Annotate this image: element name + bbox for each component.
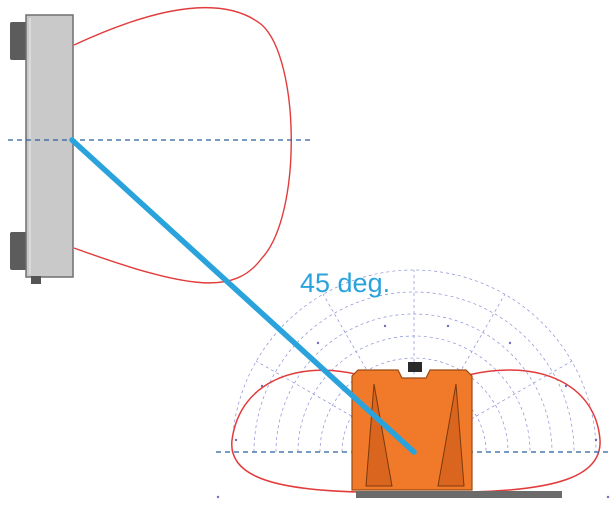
panel-body bbox=[25, 14, 74, 278]
orange-sensor-unit bbox=[351, 362, 562, 498]
unit-connector bbox=[408, 362, 422, 372]
unit-base-plate bbox=[356, 491, 562, 498]
beam-line-45deg bbox=[69, 137, 417, 455]
angle-label: 45 deg. bbox=[300, 268, 390, 298]
panel-sensor bbox=[10, 6, 292, 284]
unit-rib-right bbox=[437, 383, 465, 487]
panel-radiation-lobe bbox=[73, 6, 292, 284]
panel-cable-stub bbox=[31, 276, 41, 284]
unit-rib-left bbox=[365, 383, 393, 487]
